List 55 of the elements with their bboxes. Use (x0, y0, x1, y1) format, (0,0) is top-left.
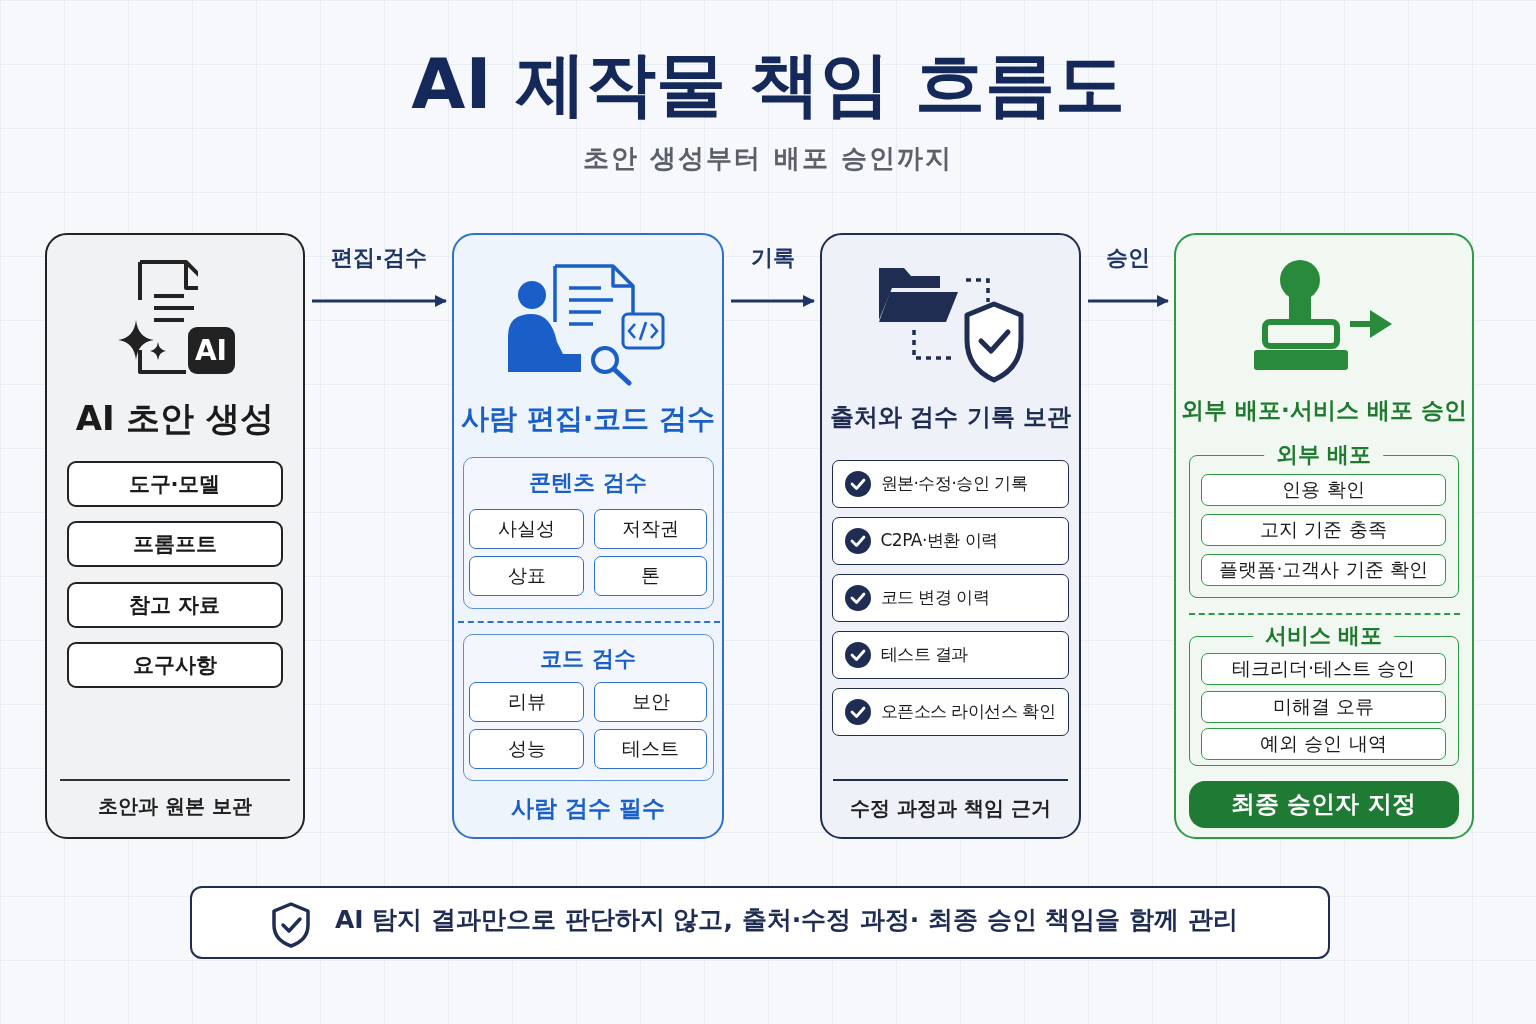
list-item: 인용 확인 (1201, 474, 1446, 506)
arrow (312, 295, 447, 307)
list-item: 상표 (469, 556, 584, 596)
panel-footer: 초안과 원본 보관 (98, 794, 252, 818)
item-text: 원본·수정·승인 기록 (880, 472, 1028, 493)
note-banner (190, 886, 1330, 959)
stage-panel (452, 233, 724, 839)
list-item: 미해결 오류 (1201, 691, 1446, 723)
subtitle: 초안 생성부터 배포 승인까지 (583, 143, 953, 175)
group-title: 코드 검수 (540, 645, 636, 672)
panel-heading: 사람 편집·코드 검수 (460, 402, 716, 436)
list-item: 성능 (469, 729, 584, 769)
list-item: 리뷰 (469, 682, 584, 722)
checklist-item (831, 516, 1069, 565)
checklist-item (831, 630, 1069, 679)
panel-footer: 사람 검수 필수 (511, 795, 665, 823)
list-item: 플랫폼·고객사 기준 확인 (1201, 554, 1446, 586)
panel-heading: 출처와 검수 기록 보관 (829, 403, 1072, 432)
edge-label: 승인 (1106, 245, 1150, 272)
panel-heading: AI 초안 생성 (75, 398, 275, 439)
item-text: 오픈소스 라이선스 확인 (880, 700, 1056, 721)
list-item: 톤 (594, 556, 707, 596)
approver-button: 최종 승인자 지정 (1188, 780, 1459, 828)
list-item: 사실성 (469, 509, 584, 549)
edge-label: 기록 (750, 245, 795, 272)
item-text: 테스트 결과 (880, 643, 968, 664)
panel-footer: 수정 과정과 책임 근거 (850, 796, 1051, 820)
list-item: 저작권 (594, 509, 707, 549)
list-item: 테크리더·테스트 승인 (1201, 653, 1446, 685)
review-group (462, 456, 714, 609)
arrow (1088, 295, 1169, 307)
list-item: 참고 자료 (66, 581, 283, 628)
stage-panel (1174, 233, 1474, 839)
edge-label: 편집·검수 (330, 245, 428, 272)
title: AI 제작물 책임 흐름도 (411, 42, 1125, 126)
list-item: 요구사항 (66, 641, 283, 688)
list-item: 테스트 (594, 729, 707, 769)
list-item: 프롬프트 (66, 520, 283, 567)
stage-panel (45, 233, 305, 839)
group-title: 콘텐츠 검수 (529, 469, 647, 496)
checklist-item (831, 687, 1069, 736)
item-text: C2PA·변환 이력 (880, 529, 998, 550)
note-text: AI 탐지 결과만으로 판단하지 않고, 출처·수정 과정· 최종 승인 책임을 함께 관리 (335, 905, 1238, 935)
review-group (462, 633, 714, 781)
arrow (731, 295, 815, 307)
list-item: 고지 기준 충족 (1201, 514, 1446, 546)
item-text: 코드 변경 이력 (880, 586, 990, 607)
stage-panel (820, 233, 1081, 839)
checklist-item (831, 573, 1069, 622)
ai-badge: AI (187, 326, 235, 374)
checklist-item (831, 459, 1069, 508)
list-item: 예외 승인 내역 (1201, 728, 1446, 760)
panel-heading: 외부 배포·서비스 배포 승인 (1181, 397, 1467, 425)
list-item: 도구·모델 (66, 460, 283, 507)
list-item: 보안 (594, 682, 707, 722)
